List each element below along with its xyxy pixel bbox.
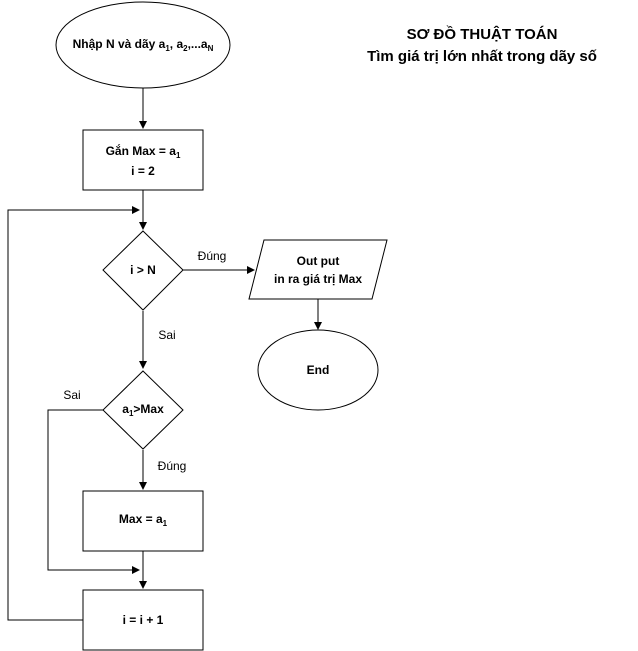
assign-rect (82, 490, 204, 552)
end-ellipse (257, 329, 379, 411)
output-line-1: Out put (297, 254, 340, 268)
edge-label-false-a: Sai (63, 388, 80, 402)
assign-node: Max = a1 (82, 490, 204, 552)
init-node: Gắn Max = a1 i = 2 (82, 129, 204, 191)
edge-labels: Đúng Sai Sai Đúng (63, 249, 226, 473)
increment-label: i = i + 1 (123, 613, 164, 627)
diagram-title: SƠ ĐỒ THUẬT TOÁN Tìm giá trị lớn nhất tr… (367, 25, 597, 65)
edge-label-true-i: Đúng (198, 249, 227, 263)
init-line-2: i = 2 (131, 164, 155, 178)
cond-a-node: a1>Max (102, 370, 184, 450)
cond-i-node: i > N (102, 230, 184, 311)
output-node: Out put in ra giá trị Max (248, 239, 388, 300)
assign-label: Max = a1 (119, 512, 168, 528)
init-rect (82, 129, 204, 191)
increment-node: i = i + 1 (82, 589, 204, 651)
cond-i-diamond (102, 230, 184, 311)
title-line-2: Tìm giá trị lớn nhất trong dãy số (367, 48, 597, 65)
end-label: End (307, 363, 330, 377)
cond-i-label: i > N (130, 263, 156, 277)
title-line-1: SƠ ĐỒ THUẬT TOÁN (407, 25, 558, 43)
increment-rect (82, 589, 204, 651)
edge-cond-a-false (47, 409, 140, 574)
edge-label-true-a: Đúng (158, 459, 187, 473)
edges (7, 88, 322, 621)
end-node: End (257, 329, 379, 411)
cond-a-diamond (102, 370, 184, 450)
cond-a-label: a1>Max (122, 402, 164, 418)
edge-label-false-i: Sai (158, 328, 175, 342)
input-node: Nhập N và dãy a1, a2,...aN (55, 1, 231, 89)
input-ellipse (55, 1, 231, 89)
edge-loop-back (7, 206, 140, 621)
output-line-2: in ra giá trị Max (274, 272, 362, 286)
init-line-1: Gắn Max = a1 (106, 143, 181, 160)
output-parallelogram (248, 239, 388, 300)
input-label: Nhập N và dãy a1, a2,...aN (73, 37, 214, 53)
